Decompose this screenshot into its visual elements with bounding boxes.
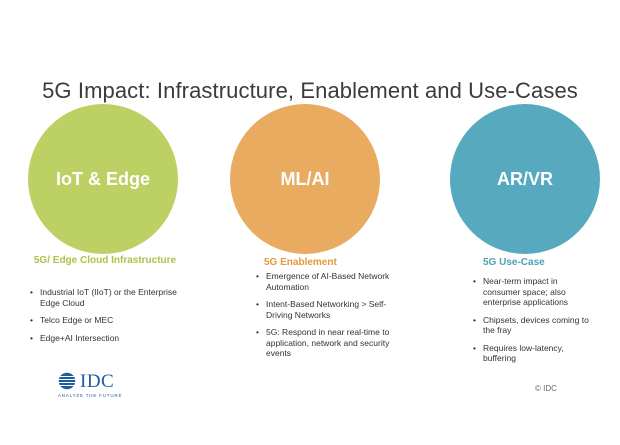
copyright-notice: © IDC — [535, 384, 557, 393]
ar-vr-circle: AR/VR — [450, 104, 600, 254]
iot-edge-circle: IoT & Edge — [28, 104, 178, 254]
bullet-item: Edge+AI Intersection — [30, 333, 190, 344]
bullet-item: Requires low-latency, buffering — [473, 343, 593, 364]
globe-icon — [58, 372, 76, 390]
bullet-item: 5G: Respond in near real-time to applica… — [256, 327, 406, 359]
circle-label: IoT & Edge — [56, 168, 150, 189]
column-heading-enablement: 5G Enablement — [264, 257, 337, 268]
idc-logo: IDC ANALYZE THE FUTURE — [58, 371, 158, 402]
circle-label: ML/AI — [280, 168, 330, 189]
bullet-item: Industrial IoT (IIoT) or the Enterprise … — [30, 287, 190, 308]
ml-ai-circle: ML/AI — [230, 104, 380, 254]
enablement-bullet-list: Emergence of AI-Based Network Automation… — [256, 271, 406, 366]
bullet-item: Telco Edge or MEC — [30, 315, 190, 326]
infrastructure-bullet-list: Industrial IoT (IIoT) or the Enterprise … — [30, 287, 190, 350]
use-case-bullet-list: Near-term impact in consumer space; also… — [473, 276, 593, 371]
logo-wordmark: IDC — [80, 371, 115, 392]
logo-tagline: ANALYZE THE FUTURE — [58, 393, 123, 398]
bullet-item: Emergence of AI-Based Network Automation — [256, 271, 406, 292]
bullet-item: Chipsets, devices coming to the fray — [473, 315, 593, 336]
circle-label: AR/VR — [496, 168, 553, 189]
bullet-item: Near-term impact in consumer space; also… — [473, 276, 593, 308]
column-heading-infrastructure: 5G/ Edge Cloud Infrastructure — [33, 255, 177, 266]
column-heading-use-case: 5G Use-Case — [483, 257, 545, 268]
bullet-item: Intent-Based Networking > Self-Driving N… — [256, 299, 406, 320]
slide-title: 5G Impact: Infrastructure, Enablement an… — [42, 78, 578, 103]
